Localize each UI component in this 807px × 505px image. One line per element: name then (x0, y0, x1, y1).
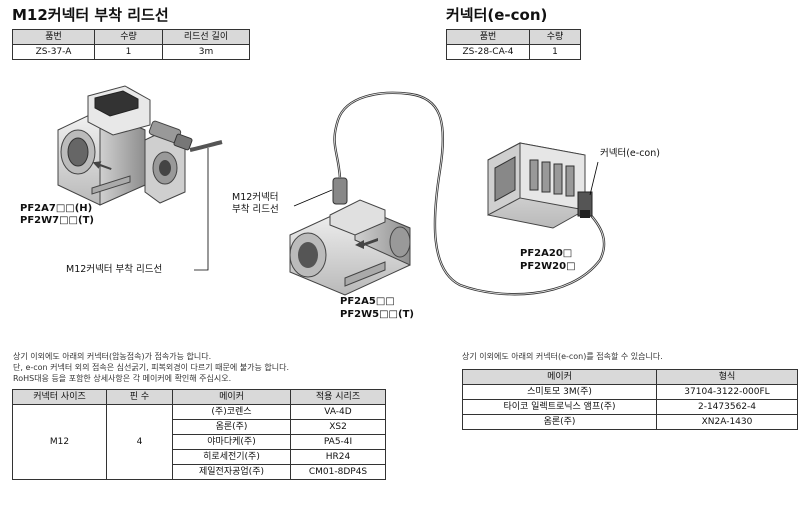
econ-connector-label: 커넥터(e-con) (600, 148, 660, 159)
left-model-label-1: PF2A7□□(H) (20, 203, 93, 214)
cell-quantity: 1 (94, 44, 163, 60)
center-model-label-1: PF2A5□□ (340, 296, 395, 307)
right-note-line-1: 상기 이외에도 아래의 커넥터(e-con)를 접속할 수 있습니다. (462, 352, 663, 361)
left-note-line-3: RoHS대응 등을 포함한 상세사항은 각 메이커에 확인해 주십시오. (13, 374, 232, 383)
center-cable-label-2: 부착 리드선 (232, 204, 279, 215)
left-note-line-2: 단, e-con 커넥터 외의 접속은 심선굵기, 피복외경이 다르기 때문에 … (13, 363, 290, 372)
right-model-label-1: PF2A20□ (520, 248, 573, 259)
header-part-number: 품번 (12, 29, 95, 45)
header-pin-count: 핀 수 (106, 389, 173, 405)
lead-wire-table: 품번 수량 리드선 길이 ZS-37-A 1 3m (12, 29, 250, 60)
cell-econ-model: XN2A-1430 (656, 414, 798, 430)
right-model-label-2: PF2W20□ (520, 261, 576, 272)
left-cable-label: M12커넥터 부착 리드선 (66, 264, 163, 275)
header-econ-maker: 메이커 (462, 369, 657, 385)
header-maker: 메이커 (172, 389, 291, 405)
cell-maker: 히로세전기(주) (172, 449, 291, 465)
cell-series: XS2 (290, 419, 386, 435)
header-econ-quantity: 수량 (529, 29, 581, 45)
econ-maker-table: 메이커 형식 스미토모 3M(주) 37104-3122-000FL 타이코 일… (462, 369, 798, 430)
compatible-connector-table: 커넥터 사이즈 핀 수 메이커 적용 시리즈 M12 4 (주)코렌스 VA-4… (12, 389, 386, 480)
cell-econ-maker: 타이코 일렉트로닉스 앰프(주) (462, 399, 657, 415)
header-econ-model: 형식 (656, 369, 798, 385)
cell-pin-count: 4 (106, 404, 173, 480)
center-flow-sensor (289, 91, 606, 296)
cell-connector-size: M12 (12, 404, 107, 480)
right-section-title: 커넥터(e-con) (446, 6, 548, 24)
econ-part-table: 품번 수량 ZS-28-CA-4 1 (446, 29, 581, 60)
cell-econ-maker: 옴론(주) (462, 414, 657, 430)
left-section-title: M12커넥터 부착 리드선 (12, 6, 169, 24)
cell-maker: (주)코렌스 (172, 404, 291, 420)
left-flow-sensor (57, 85, 223, 271)
cell-econ-model: 37104-3122-000FL (656, 384, 798, 400)
cell-maker: 옴론(주) (172, 419, 291, 435)
center-cable-label-1: M12커넥터 (232, 192, 279, 203)
cell-series: CM01-8DP4S (290, 464, 386, 480)
cell-lead-length: 3m (162, 44, 250, 60)
right-controller (487, 142, 599, 229)
cell-econ-maker: 스미토모 3M(주) (462, 384, 657, 400)
left-note-line-1: 상기 이외에도 아래의 커넥터(암농접속)가 접속가능 합니다. (13, 352, 212, 361)
cell-series: PA5-4I (290, 434, 386, 450)
cell-series: VA-4D (290, 404, 386, 420)
left-model-label-2: PF2W7□□(T) (20, 215, 94, 226)
center-model-label-2: PF2W5□□(T) (340, 309, 414, 320)
cell-econ-quantity: 1 (529, 44, 581, 60)
cell-maker: 제일전자공업(주) (172, 464, 291, 480)
cell-series: HR24 (290, 449, 386, 465)
cell-maker: 야마다케(주) (172, 434, 291, 450)
header-quantity: 수량 (94, 29, 163, 45)
header-series: 적용 시리즈 (290, 389, 386, 405)
header-lead-length: 리드선 길이 (162, 29, 250, 45)
cell-econ-model: 2-1473562-4 (656, 399, 798, 415)
header-connector-size: 커넥터 사이즈 (12, 389, 107, 405)
